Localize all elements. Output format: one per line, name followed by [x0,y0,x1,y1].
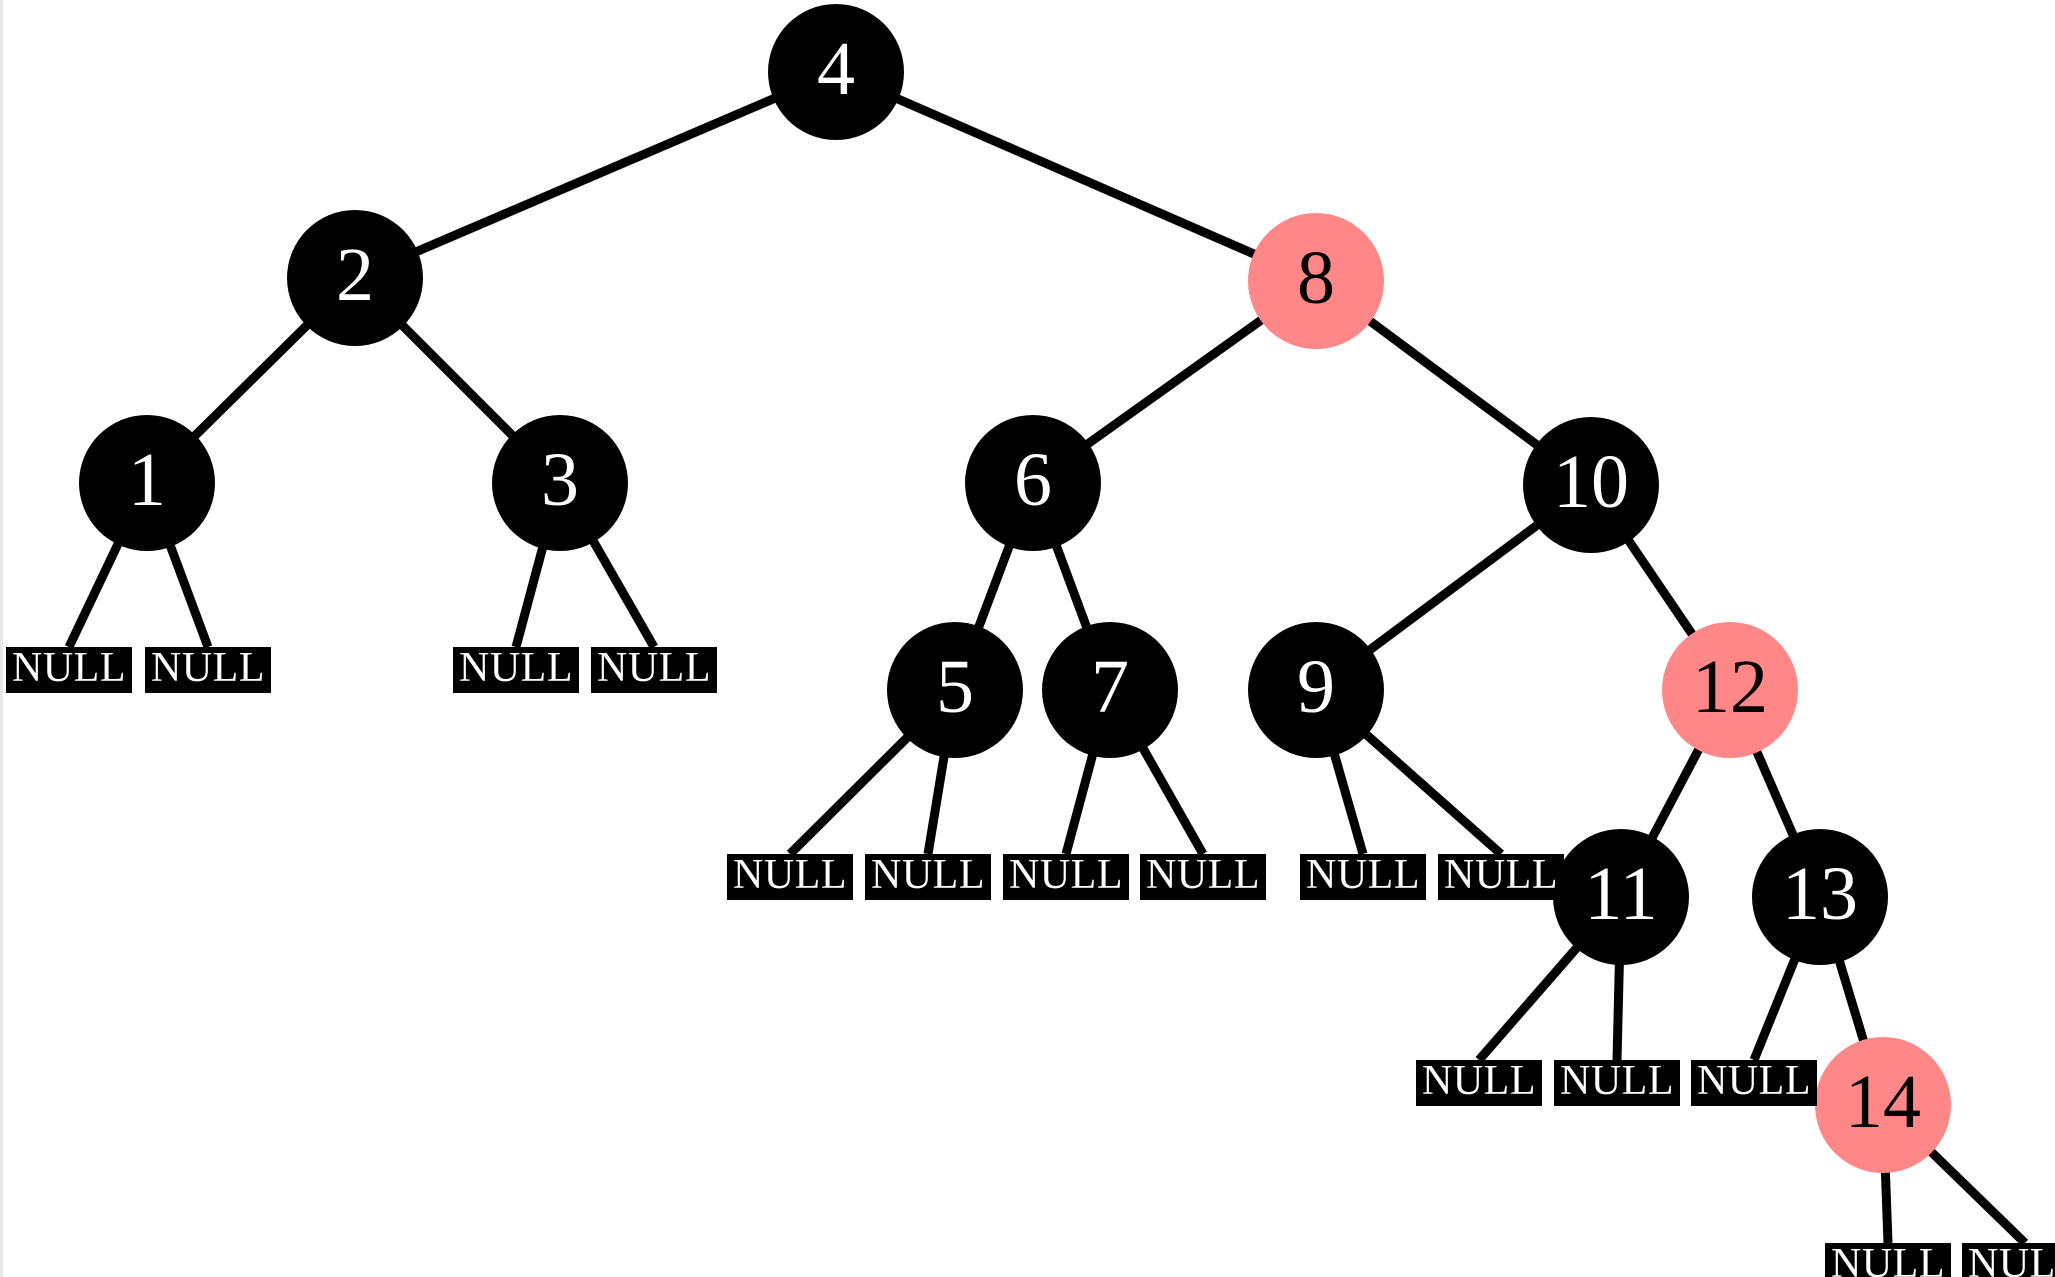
tree-nil-leaf-label: NULL [459,645,573,691]
tree-nil-leaf: NULL [1554,1060,1680,1106]
tree-node-11[interactable]: 11 [1553,829,1689,965]
tree-nil-leaf-label: NULL [1422,1058,1536,1104]
tree-nil-leaf-label: NULL [1306,852,1420,898]
tree-nil-leaf: NULL [1825,1243,1951,1277]
tree-node-label: 3 [541,438,579,522]
tree-node-label: 5 [936,645,974,729]
tree-nil-leaf: NULL [865,854,991,900]
tree-node-label: 1 [128,438,166,522]
tree-nil-leaf: NULL [1416,1060,1542,1106]
tree-node-label: 7 [1091,645,1129,729]
tree-nil-leaf: NULL [727,854,853,900]
tree-node-label: 11 [1584,852,1658,936]
tree-node-8[interactable]: 8 [1248,213,1384,349]
tree-nil-leaf: NULL [1438,854,1564,900]
tree-nil-leaf: NULL [453,647,579,693]
tree-nil-leaf: NULL [1300,854,1426,900]
tree-nil-leaf: NULL [1691,1060,1817,1106]
tree-node-label: 14 [1845,1060,1921,1144]
tree-nil-leaf-label: NULL [871,852,985,898]
tree-nil-leaf: NULL [6,647,132,693]
tree-nil-leaf-label: NULL [1146,852,1260,898]
tree-nil-leaf: NULL [591,647,717,693]
tree-node-6[interactable]: 6 [965,415,1101,551]
tree-node-label: 13 [1782,852,1858,936]
tree-node-label: 2 [336,233,374,317]
tree-nil-leaf-label: NULL [12,645,126,691]
tree-nil-leaf-label: NULL [1009,852,1123,898]
tree-node-5[interactable]: 5 [887,622,1023,758]
tree-node-4[interactable]: 4 [768,4,904,140]
tree-node-3[interactable]: 3 [492,415,628,551]
tree-nil-leaf-label: NULL [1444,852,1558,898]
tree-node-9[interactable]: 9 [1248,622,1384,758]
tree-nil-leaf: NULL [1962,1243,2055,1277]
tree-nil-leaf: NULL [1140,854,1266,900]
tree-nil-leaf-label: NULL [597,645,711,691]
tree-node-label: 9 [1297,645,1335,729]
tree-edge-n4-n8 [834,67,1318,286]
tree-node-label: 4 [817,27,855,111]
tree-node-10[interactable]: 10 [1523,417,1659,553]
tree-node-14[interactable]: 14 [1815,1037,1951,1173]
tree-node-2[interactable]: 2 [287,210,423,346]
tree-nil-leaf: NULL [145,647,271,693]
tree-node-label: 6 [1014,438,1052,522]
tree-node-12[interactable]: 12 [1662,622,1798,758]
tree-node-13[interactable]: 13 [1752,829,1888,965]
tree-nil-leaf-label: NULL [1697,1058,1811,1104]
tree-nil-leaf-label: NULL [1560,1058,1674,1104]
tree-nil-leaf-label: NULL [151,645,265,691]
tree-node-label: 8 [1297,236,1335,320]
tree-node-1[interactable]: 1 [79,415,215,551]
tree-node-7[interactable]: 7 [1042,622,1178,758]
tree-node-label: 12 [1692,645,1768,729]
tree-nil-leaf-label: NULL [1968,1241,2055,1277]
tree-edge-n4-n2 [353,67,838,283]
tree-nil-leaf-label: NULL [1831,1241,1945,1277]
tree-nil-leaf-label: NULL [733,852,847,898]
tree-nil-leaf: NULL [1003,854,1129,900]
tree-node-label: 10 [1553,440,1629,524]
